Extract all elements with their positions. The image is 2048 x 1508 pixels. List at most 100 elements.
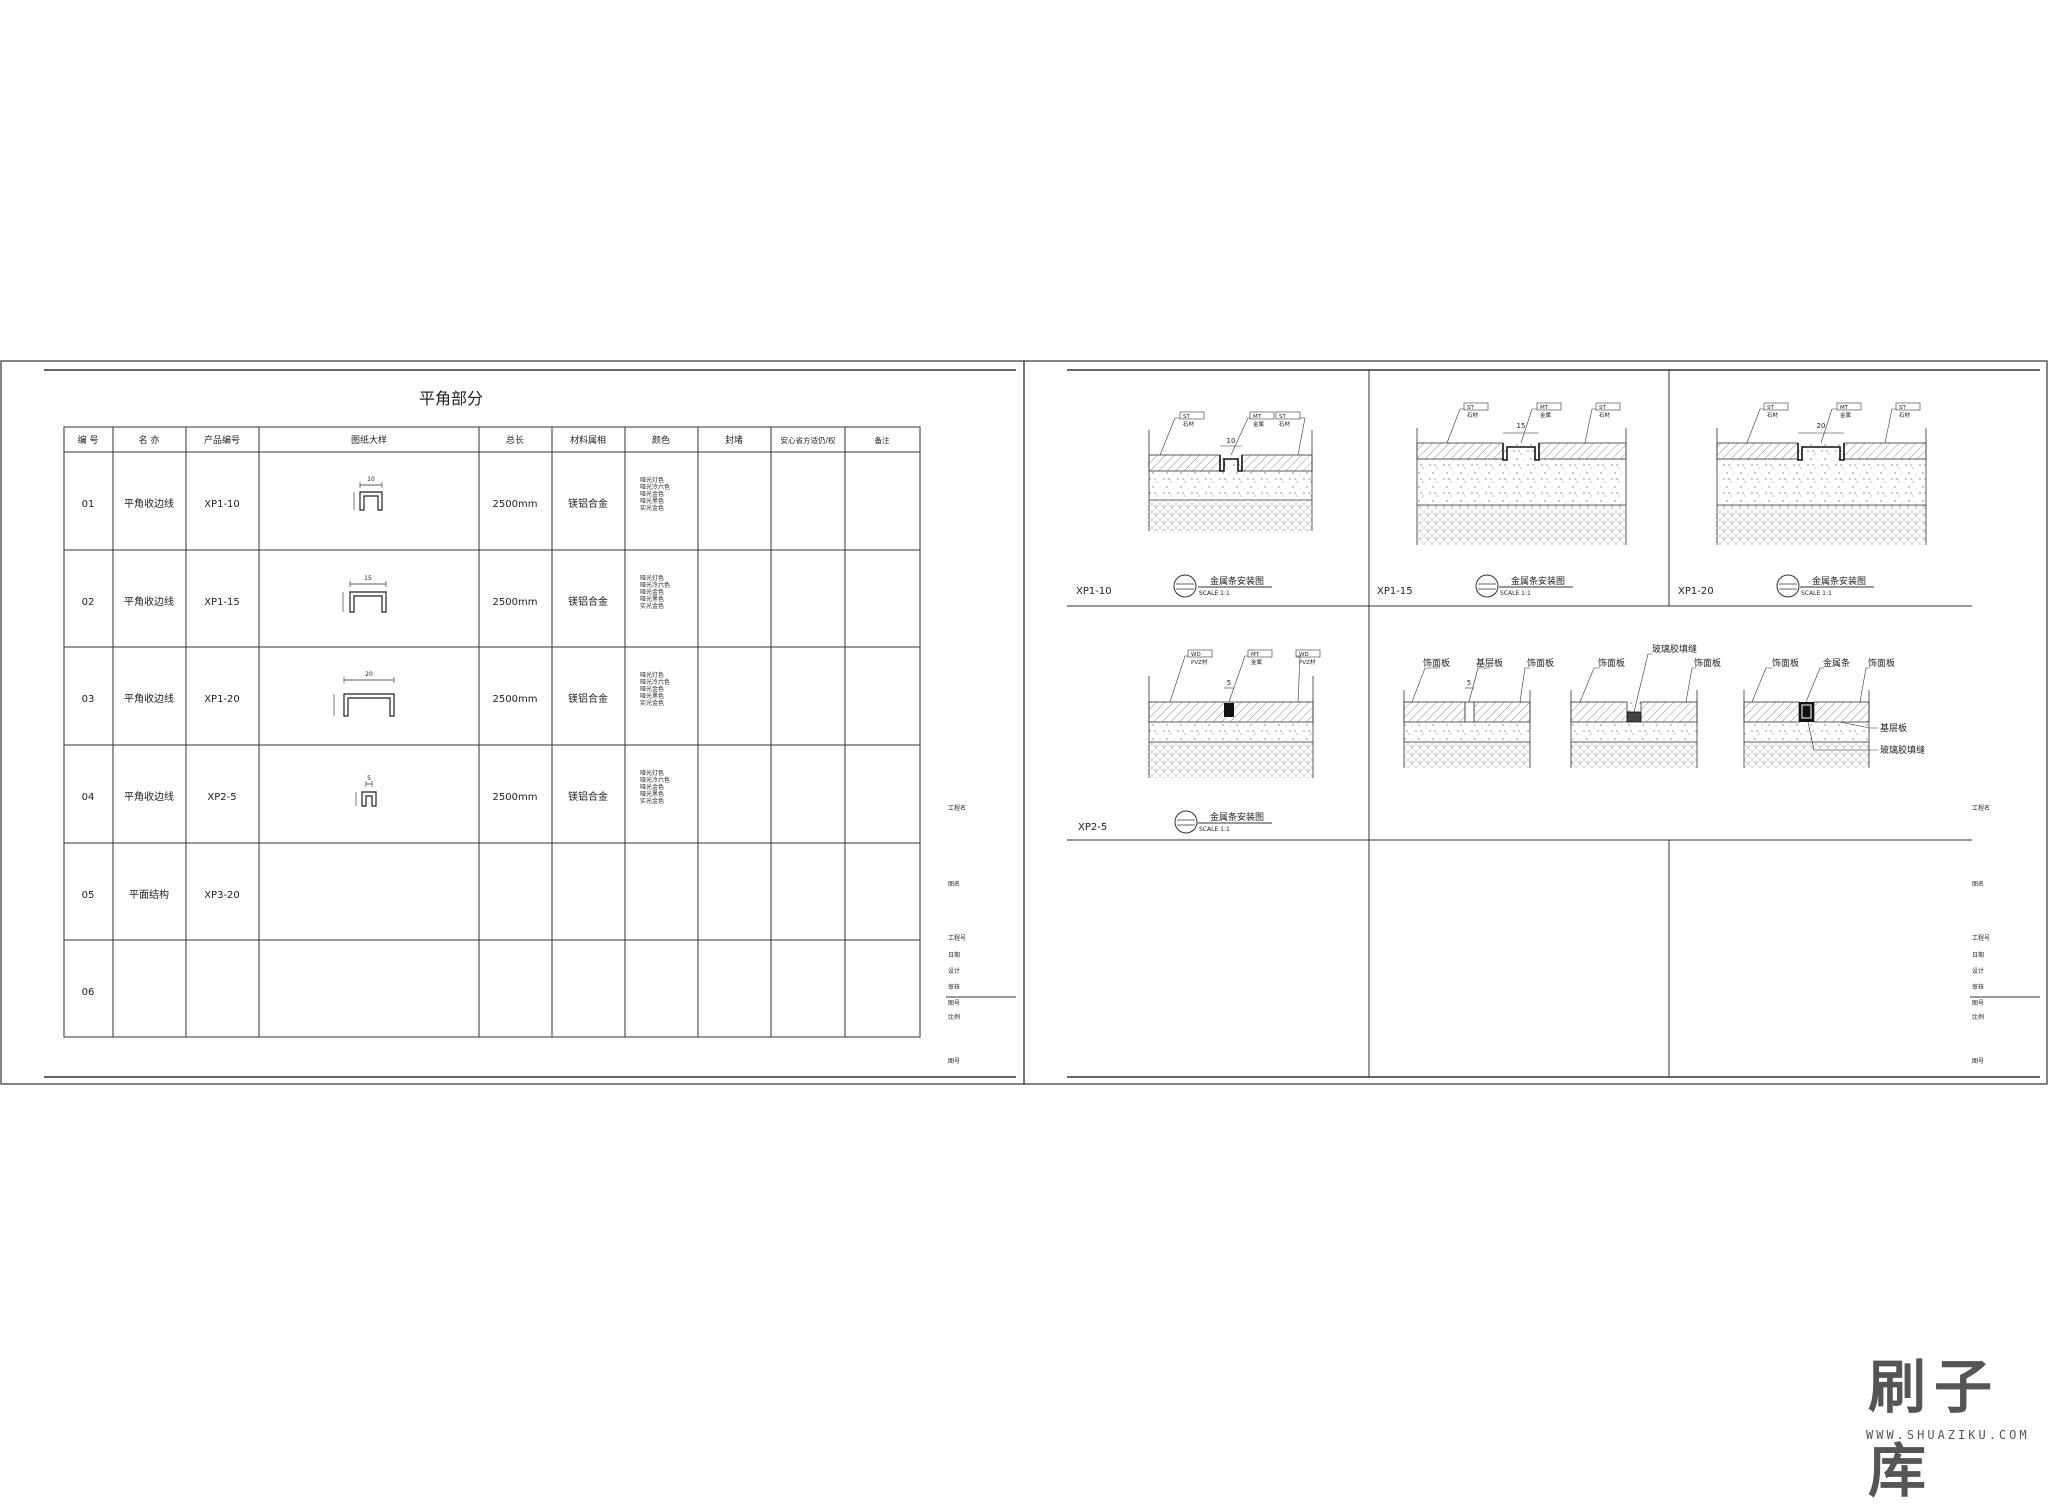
cell-color: 哑光金色 — [640, 685, 664, 693]
cell-color: 哑光黑色 — [640, 790, 664, 798]
section-label: 基层板 — [1880, 722, 1907, 734]
profile-dim: 20 — [365, 671, 373, 678]
profile-drawing — [353, 482, 383, 511]
cell-color: 哑光冷六色 — [640, 483, 670, 491]
cell-code: XP1-15 — [204, 597, 240, 608]
detail-caption: 金属条安装图 — [1210, 811, 1264, 823]
tag-note: PVZ材 — [1191, 658, 1208, 666]
detail-scale: SCALE 1:1 — [1199, 826, 1230, 833]
header-remark: 备注 — [875, 435, 890, 445]
title-block-item: 日期 — [948, 951, 960, 959]
cell-no: 06 — [82, 987, 95, 998]
title-block-item: 设计 — [1972, 967, 1984, 975]
header-code: 产品编号 — [204, 434, 240, 446]
detail-dim: 5 — [1227, 679, 1231, 687]
table-row: 01 平角收边线 XP1-10 2500mm 镁铝合金 哑光灯色 哑光冷六色 哑… — [82, 476, 670, 512]
header-install: 安心省方适仍/权 — [780, 435, 836, 445]
cell-material: 镁铝合金 — [568, 595, 608, 608]
header-name: 名 亦 — [139, 434, 160, 446]
title-block-item: 日期 — [1972, 951, 1984, 959]
tag-note: 金属 — [1253, 420, 1264, 428]
cell-material: 镁铝合金 — [568, 692, 608, 705]
cell-no: 01 — [82, 499, 95, 510]
title-block-item: 工程号 — [948, 934, 966, 942]
tag-label: WD — [1299, 652, 1309, 658]
tag-label: MT — [1251, 652, 1260, 658]
section-dim: 5 — [1467, 679, 1471, 687]
cell-color: 哑光冷六色 — [640, 581, 670, 589]
left-title-block: 工程名 图名 工程号 日期 设计 审核 图号 比例 图号 — [946, 804, 1016, 1065]
profile-drawing — [355, 781, 377, 807]
title-block-item: 比例 — [1972, 1013, 1984, 1021]
cell-name: 平面结构 — [129, 888, 169, 901]
table-row: 05 平面结构 XP3-20 — [82, 888, 240, 901]
section-symbol — [1174, 810, 1198, 834]
table-row: 06 — [82, 987, 95, 998]
tag-note: 石材 — [1767, 411, 1779, 419]
title-block-item: 设计 — [948, 967, 960, 975]
title-block-item: 图号 — [948, 1058, 960, 1065]
header-length: 总长 — [506, 434, 524, 446]
section-label: 饰面板 — [1527, 657, 1554, 669]
title-block-item: 工程名 — [1972, 804, 1990, 812]
title-block-item: 图号 — [1972, 1058, 1984, 1065]
cell-color: 哑光黑色 — [640, 595, 664, 603]
spec-table — [63, 426, 921, 1038]
section-label: 饰面板 — [1423, 657, 1450, 669]
cell-no: 05 — [82, 890, 95, 901]
header-color: 颜色 — [652, 434, 670, 446]
cell-color: 实光金色 — [640, 797, 664, 805]
section-symbol — [1776, 574, 1800, 598]
tag-label: ST — [1899, 405, 1906, 411]
detail-xp1-10: 10 ST MT ST 石材 金属 石材 XP1-10 金属条安装图 SCALE… — [1076, 411, 1313, 598]
section-label: 饰面板 — [1772, 657, 1799, 669]
cell-color: 哑光黑色 — [640, 692, 664, 700]
tag-label: ST — [1767, 405, 1774, 411]
detail-xp1-20: 20 ST MT ST 石材 金属 石材 XP1-20 金属条安装图 SCALE… — [1678, 402, 1927, 598]
cell-code: XP1-20 — [204, 694, 240, 705]
cell-code: XP2-5 — [207, 792, 236, 803]
detail-scale: SCALE 1:1 — [1199, 590, 1230, 597]
tag-label: ST — [1183, 414, 1190, 420]
cell-color: 哑光灯色 — [640, 574, 664, 582]
cell-color: 哑光黑色 — [640, 497, 664, 505]
cell-code: XP3-20 — [204, 890, 240, 901]
table-row: 02 平角收边线 XP1-15 2500mm 镁铝合金 哑光灯色 哑光冷六色 哑… — [82, 574, 670, 613]
right-sheet-frame — [1023, 360, 2048, 1085]
cell-color: 哑光灯色 — [640, 476, 664, 484]
section-label: 玻璃胶填缝 — [1652, 643, 1697, 655]
title-block-item: 审核 — [948, 983, 960, 991]
cell-color: 哑光金色 — [640, 490, 664, 498]
detail-scale: SCALE 1:1 — [1801, 590, 1832, 597]
tag-note: 金属 — [1840, 411, 1851, 419]
title-block-item: 图名 — [948, 880, 960, 888]
section-label: 金属条 — [1823, 657, 1850, 669]
cell-color: 实光金色 — [640, 602, 664, 610]
detail-scale: SCALE 1:1 — [1500, 590, 1531, 597]
cell-no: 03 — [82, 694, 95, 705]
tag-label: ST — [1599, 405, 1606, 411]
cell-length: 2500mm — [493, 499, 538, 510]
cell-length: 2500mm — [493, 792, 538, 803]
title-block-item: 工程名 — [948, 804, 966, 812]
header-material: 材料属相 — [570, 434, 606, 446]
tag-label: ST — [1279, 414, 1286, 420]
title-block-item: 图号 — [948, 1000, 960, 1007]
header-drawing: 图纸大样 — [351, 434, 387, 446]
section-c: 饰面板 金属条 饰面板 基层板 玻璃胶填缝 — [1743, 657, 1925, 768]
tag-note: 石材 — [1899, 411, 1911, 419]
cell-name: 平角收边线 — [124, 595, 174, 608]
section-label: 饰面板 — [1868, 657, 1895, 669]
tag-note: 石材 — [1467, 411, 1479, 419]
cell-name: 平角收边线 — [124, 692, 174, 705]
tag-note: 石材 — [1183, 420, 1195, 428]
section-b: 饰面板 玻璃胶填缝 饰面板 — [1570, 643, 1721, 768]
cell-color: 哑光金色 — [640, 783, 664, 791]
detail-xp1-15: 15 ST MT ST 石材 金属 石材 XP1-15 金属条安装图 SCALE… — [1377, 402, 1627, 598]
detail-label: XP1-15 — [1377, 586, 1413, 597]
tag-label: MT — [1253, 414, 1262, 420]
cell-name: 平角收边线 — [124, 790, 174, 803]
section-symbol — [1173, 574, 1197, 598]
sheet-title: 平角部分 — [419, 389, 483, 408]
table-header-row: 编 号 名 亦 产品编号 图纸大样 总长 材料属相 颜色 封堵 安心省方适仍/权… — [78, 434, 890, 446]
